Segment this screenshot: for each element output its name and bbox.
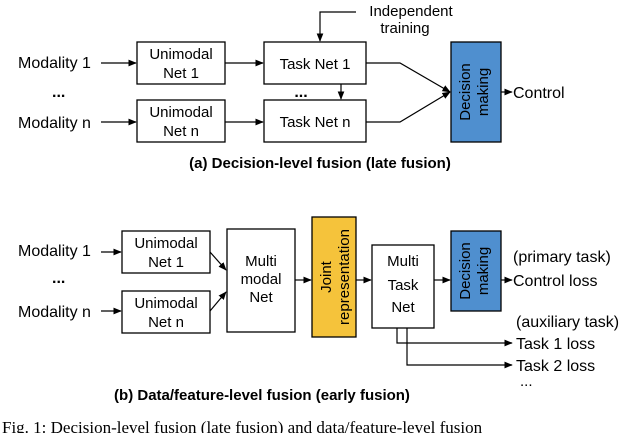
- b-multimodal-line3: Net: [249, 289, 273, 306]
- a-decision-making-box: [450, 41, 502, 143]
- b-multimodal-line2: modal: [241, 271, 282, 288]
- b-decision-making-line1: Decision: [457, 242, 474, 300]
- b-primary-task-label: (primary task): [513, 249, 611, 266]
- b-unimodal-net-1-line2: Net 1: [148, 254, 184, 271]
- b-input-modality-n: Modality n: [18, 304, 91, 321]
- a-task-net-1-label: Task Net 1: [280, 56, 351, 73]
- a-input-dots: ...: [52, 84, 65, 101]
- b-multitask-line2: Task: [388, 277, 419, 294]
- b-unimodal-net-n-box: [121, 290, 211, 334]
- b-more-tasks-dots: ...: [520, 373, 533, 390]
- b-multimodal-line1: Multi: [245, 253, 277, 270]
- a-unimodal-net-n-box: [136, 99, 226, 143]
- b-multimodal-net-box: [226, 228, 296, 333]
- a-unimodal-net-1-box: [136, 41, 226, 85]
- b-decision-making-line2: making: [475, 247, 492, 295]
- b-task2-loss-label: Task 2 loss: [516, 358, 595, 375]
- b-input-dots: ...: [52, 270, 65, 287]
- late-fusion-diagram: Modality 1 ... Modality n Unimodal Net 1…: [18, 3, 565, 172]
- b-multitask-net-box: [371, 244, 435, 329]
- b-multitask-line3: Net: [391, 299, 415, 316]
- b-multitask-line1: Multi: [387, 253, 419, 270]
- b-caption: (b) Data/feature-level fusion (early fus…: [114, 387, 410, 404]
- a-edge-taskn-decision: [366, 91, 451, 123]
- b-unimodal-net-1-box: [121, 230, 211, 274]
- a-unimodal-net-1-line2: Net 1: [163, 65, 199, 82]
- a-decision-making-line2: making: [475, 68, 492, 116]
- a-edge-task1-decision: [366, 62, 451, 93]
- b-unimodal-net-1-line1: Unimodal: [134, 235, 197, 252]
- a-input-modality-1: Modality 1: [18, 55, 91, 72]
- b-edge-unimodal1-multimodal: [209, 251, 227, 271]
- a-input-modality-n: Modality n: [18, 115, 91, 132]
- b-joint-line1: Joint: [318, 260, 335, 293]
- b-auxiliary-task-label: (auxiliary task): [516, 314, 619, 331]
- early-fusion-diagram: Modality 1 ... Modality n Unimodal Net 1…: [18, 216, 619, 404]
- a-independent-training-line1: Independent: [369, 3, 453, 20]
- b-input-modality-1: Modality 1: [18, 243, 91, 260]
- figure-caption: Fig. 1: Decision-level fusion (late fusi…: [2, 418, 483, 433]
- a-unimodal-net-n-line1: Unimodal: [149, 104, 212, 121]
- b-unimodal-net-n-line2: Net n: [148, 314, 184, 331]
- a-task-net-dots: ...: [294, 84, 307, 101]
- b-joint-line2: representation: [336, 229, 353, 325]
- a-caption: (a) Decision-level fusion (late fusion): [189, 155, 451, 172]
- a-unimodal-net-n-line2: Net n: [163, 123, 199, 140]
- b-edge-multitask-task2-loss: [406, 328, 513, 369]
- a-independent-training-line2: training: [380, 20, 429, 37]
- b-edge-unimodaln-multimodal: [209, 291, 227, 312]
- a-task-net-1-box: [263, 41, 367, 85]
- a-output-control: Control: [513, 85, 565, 102]
- b-decision-making-box: [450, 230, 502, 312]
- b-unimodal-net-n-line1: Unimodal: [134, 295, 197, 312]
- b-joint-representation-box: [311, 216, 357, 338]
- b-task1-loss-label: Task 1 loss: [516, 336, 595, 353]
- a-task-net-n-box: [263, 99, 367, 143]
- b-control-loss-label: Control loss: [513, 273, 597, 290]
- a-decision-making-line1: Decision: [457, 63, 474, 121]
- a-edge-independent-task1: [316, 11, 356, 42]
- a-task-net-n-label: Task Net n: [280, 114, 351, 131]
- b-edge-multitask-task1-loss: [396, 328, 513, 347]
- a-unimodal-net-1-line1: Unimodal: [149, 46, 212, 63]
